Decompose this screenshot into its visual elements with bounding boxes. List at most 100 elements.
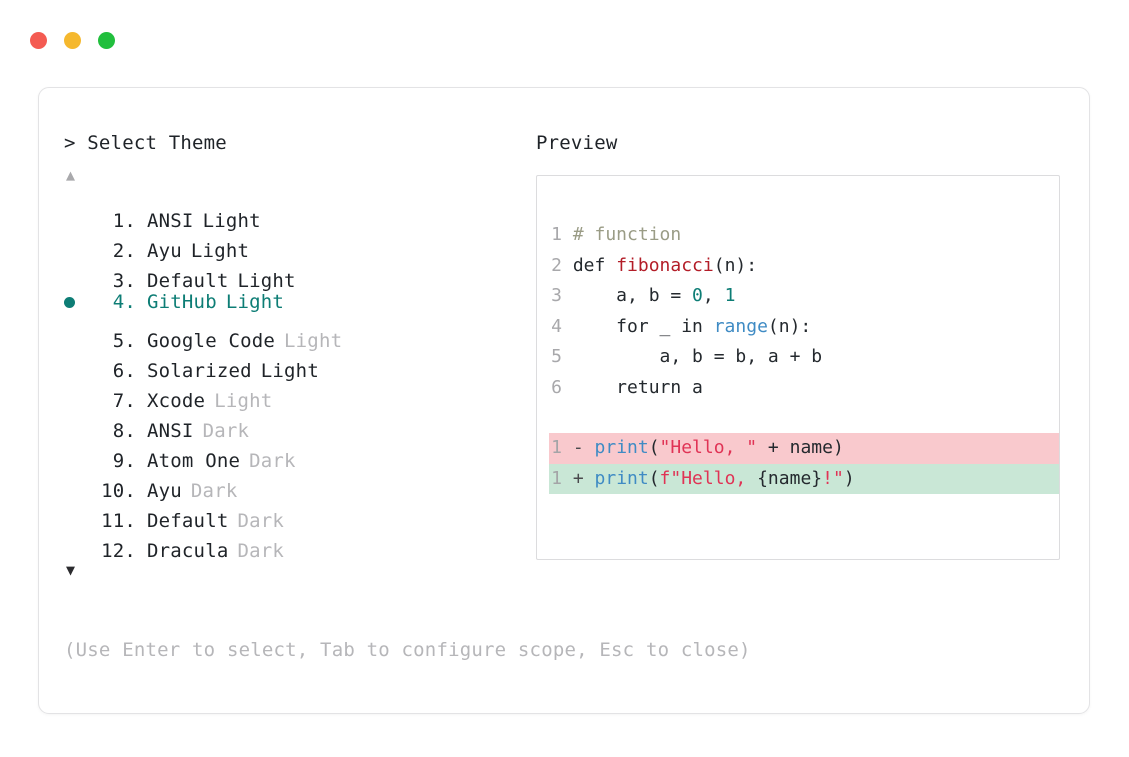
line-number: 3 [551,285,562,306]
selection-bullet-slot [64,257,90,287]
selection-bullet-slot [64,437,90,467]
code-token: 0 [692,285,703,306]
maximize-dot[interactable] [98,32,115,49]
code-token: f"Hello, [659,467,758,489]
line-number: 1 [551,437,562,458]
code-token: print [594,437,649,458]
theme-item-variant: Dark [249,450,296,472]
theme-item-variant: Dark [237,510,285,532]
diff-block: 1 - print("Hello, " + name)1 + print(f"H… [549,433,1059,494]
code-line: 5 a, b = b, a + b [549,342,1059,373]
code-token: ( [648,467,660,489]
code-line: 4 for _ in range(n): [549,312,1059,343]
theme-item-index: 11. [101,510,136,532]
page-title: > Select Theme [64,132,227,154]
theme-item-index: 4. [112,291,136,313]
line-number: 2 [551,254,562,276]
code-token: ) [843,467,855,489]
code-token: return a [562,376,703,398]
theme-item-index: 12. [101,540,136,562]
selection-bullet-slot [64,347,90,377]
code-token: def [562,254,617,276]
code-token: ( [648,437,660,458]
selection-bullet-slot [64,288,90,318]
theme-list-item[interactable]: 10. Ayu Dark [64,467,534,502]
code-token: for _ in [562,315,714,337]
code-token: 1 [724,285,736,306]
scroll-down-icon[interactable]: ▼ [66,561,76,579]
selection-bullet-slot [64,197,90,227]
theme-item-variant: Light [214,390,273,412]
theme-item-name: Default [147,270,229,292]
theme-item-index: 7. [112,390,136,412]
theme-item-index: 10. [101,480,136,502]
scroll-up-icon[interactable]: ▲ [66,166,76,184]
code-token: - [562,437,595,458]
theme-item-variant: Light [237,270,296,292]
theme-item-index: 3. [112,270,136,292]
theme-item-variant: Dark [237,540,285,562]
theme-item-name: Google Code [147,330,276,352]
code-token: (n): [767,315,812,337]
theme-item-name: Ayu [147,480,182,502]
code-line: 3 a, b = 0, 1 [549,281,1059,312]
code-token: + [562,467,595,489]
code-token: range [713,315,768,337]
minimize-dot[interactable] [64,32,81,49]
line-number: 1 [551,224,562,245]
close-dot[interactable] [30,32,47,49]
theme-item-name: Dracula [147,540,229,562]
theme-item-index: 5. [112,330,136,352]
code-token: print [594,467,649,489]
theme-item-name: Ayu [147,240,182,262]
selection-bullet-slot [64,467,90,497]
theme-list-item[interactable]: 3. Default Light [64,257,534,292]
code-token: a, b = b, a + b [562,346,823,367]
line-number: 1 [551,467,562,489]
selection-bullet-slot [64,377,90,407]
code-token: {name} [757,467,823,489]
code-token: "Hello, " [659,437,758,458]
theme-item-name: ANSI [147,420,194,442]
selection-bullet-slot [64,527,90,557]
theme-item-name: ANSI [147,210,194,232]
code-token: + name) [757,437,844,458]
code-line: 1 # function [549,220,1059,251]
selection-bullet-slot [64,497,90,527]
code-line: 2 def fibonacci(n): [549,251,1059,282]
window-titlebar [30,32,115,49]
code-spacer [549,403,1059,433]
theme-item-variant: Dark [202,420,250,442]
theme-list-item[interactable]: 12. Dracula Dark [64,527,534,562]
theme-item-name: GitHub [147,291,217,313]
theme-item-variant: Light [202,210,261,232]
theme-item-name: Solarized [147,360,252,382]
code-token: , [702,285,725,306]
selection-bullet-slot [64,407,90,437]
line-number: 4 [551,315,562,337]
theme-item-variant: Light [260,360,319,382]
code-token: !" [822,467,844,489]
diff-line-add: 1 + print(f"Hello, {name}!") [549,463,1059,494]
theme-item-name: Atom One [147,450,241,472]
code-token: a, b = [562,285,693,306]
line-number: 5 [551,346,562,367]
code-token: (n): [713,254,758,276]
theme-item-variant: Dark [190,480,238,502]
theme-item-index: 2. [112,240,136,262]
